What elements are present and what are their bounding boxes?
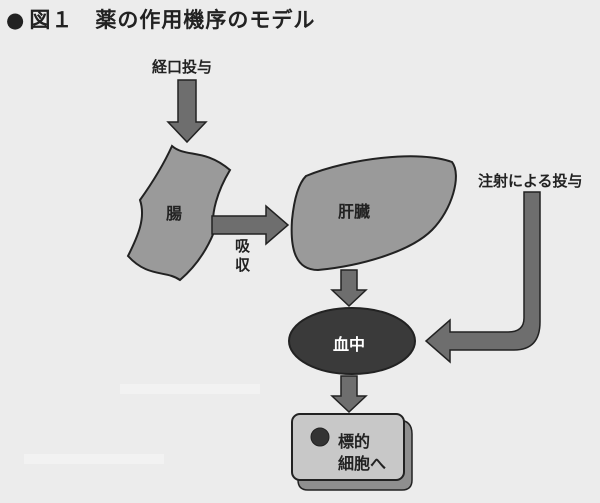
label-absorption: 吸収 <box>233 238 251 276</box>
label-intestine: 腸 <box>166 204 183 223</box>
liver-shape <box>290 155 457 272</box>
arrow-blood-to-target <box>330 375 368 414</box>
label-target-line2: 細胞へ <box>338 454 387 473</box>
title-text: 図１ 薬の作用機序のモデル <box>29 8 316 32</box>
title-bullet: ● <box>6 8 26 32</box>
arrow-intestine-to-liver <box>211 204 290 246</box>
arrow-oral-to-intestine <box>166 79 208 144</box>
label-oral-administration: 経口投与 <box>152 58 213 76</box>
arrow-injection-to-blood <box>424 191 541 364</box>
arrow-liver-to-blood <box>330 269 368 308</box>
faint-artifact-2 <box>24 454 164 464</box>
target-cell-dot <box>310 427 330 447</box>
label-injection: 注射による投与 <box>478 172 583 190</box>
blood-ellipse <box>288 307 416 375</box>
faint-artifact-1 <box>120 384 260 394</box>
intestine-shape <box>126 144 232 282</box>
diagram-title: ●図１ 薬の作用機序のモデル <box>6 4 315 34</box>
label-liver: 肝臓 <box>338 202 371 221</box>
label-blood: 血中 <box>333 335 366 354</box>
label-target-line1: 標的 <box>338 432 371 451</box>
